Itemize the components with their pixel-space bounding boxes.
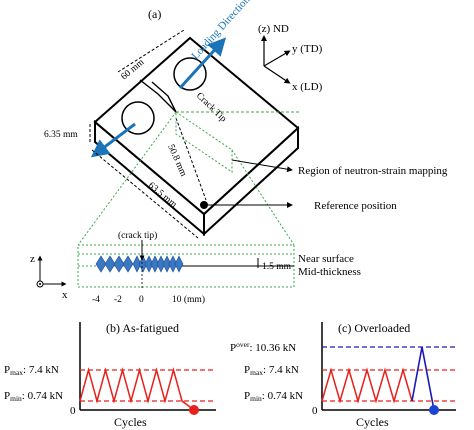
axis-y-label: y (TD) bbox=[292, 43, 323, 55]
panel-b-end-marker bbox=[189, 405, 199, 415]
tick-minus2: -2 bbox=[114, 295, 122, 305]
crack-tip-marker-label: (crack tip) bbox=[118, 230, 157, 241]
panel-c-label: (c) Overloaded bbox=[338, 321, 410, 335]
loading-arrow-up bbox=[178, 37, 227, 90]
mapping-axis-x: x bbox=[62, 289, 68, 301]
panel-b-pmin-label: Pmin: 0.74 kN bbox=[4, 390, 63, 403]
axis-z-label: (z) ND bbox=[258, 23, 289, 35]
tick-zero: 0 bbox=[139, 295, 144, 305]
panel-c-pmin-label: Pmin: 0.74 kN bbox=[244, 390, 303, 403]
panel-c-overload-spike bbox=[411, 346, 435, 411]
tick-minus4: -4 bbox=[92, 295, 100, 305]
panel-c-pmax-label: Pmax: 7.4 kN bbox=[244, 364, 299, 377]
panel-b-load-wave bbox=[79, 367, 195, 411]
panel-b-x-label: Cycles bbox=[114, 415, 147, 429]
dimension-lines bbox=[89, 29, 300, 239]
mapping-axes bbox=[36, 255, 67, 288]
panel-b-pmax-label: Pmax: 7.4 kN bbox=[4, 364, 59, 377]
mid-thickness-label: Mid-thickness bbox=[298, 266, 361, 278]
mapping-axis-z: z bbox=[30, 253, 35, 265]
dim-thickness: 6.35 mm bbox=[44, 130, 78, 140]
panel-a-label: (a) bbox=[148, 7, 161, 21]
panel-b-label: (b) As-fatigued bbox=[106, 321, 179, 335]
reference-callout-label: Reference position bbox=[314, 200, 397, 212]
tick-ten: 10 (mm) bbox=[172, 294, 205, 305]
loading-direction-label: Loading Direction bbox=[189, 0, 252, 62]
measurement-point bbox=[113, 255, 125, 273]
loading-arrow-down bbox=[90, 122, 136, 158]
region-callout-arrow bbox=[231, 159, 293, 173]
panel-c-zero-label: 0 bbox=[312, 405, 318, 417]
measurement-point bbox=[104, 255, 116, 273]
measurement-point bbox=[122, 255, 134, 273]
panel-b-zero-label: 0 bbox=[70, 405, 76, 417]
axis-x-label: x (LD) bbox=[292, 81, 323, 93]
panel-c-pover-label: Pover: 10.36 kN bbox=[230, 340, 296, 354]
region-callout-label: Region of neutron-strain mapping bbox=[298, 165, 448, 177]
gap-label: 1.5 mm bbox=[262, 262, 292, 272]
panel-c-end-marker bbox=[429, 405, 439, 415]
panel-b-axes bbox=[79, 322, 216, 411]
mapping-region-outline bbox=[77, 111, 295, 246]
measurement-point bbox=[174, 255, 184, 273]
coordinate-axes bbox=[261, 35, 291, 84]
near-surface-label: Near surface bbox=[298, 253, 354, 265]
panel-c-axes bbox=[321, 322, 456, 411]
measurement-point bbox=[95, 255, 107, 273]
panel-c-load-wave bbox=[321, 367, 413, 404]
panel-c-x-label: Cycles bbox=[356, 415, 389, 429]
reference-position-dot bbox=[200, 201, 208, 209]
measurement-points bbox=[95, 255, 184, 273]
